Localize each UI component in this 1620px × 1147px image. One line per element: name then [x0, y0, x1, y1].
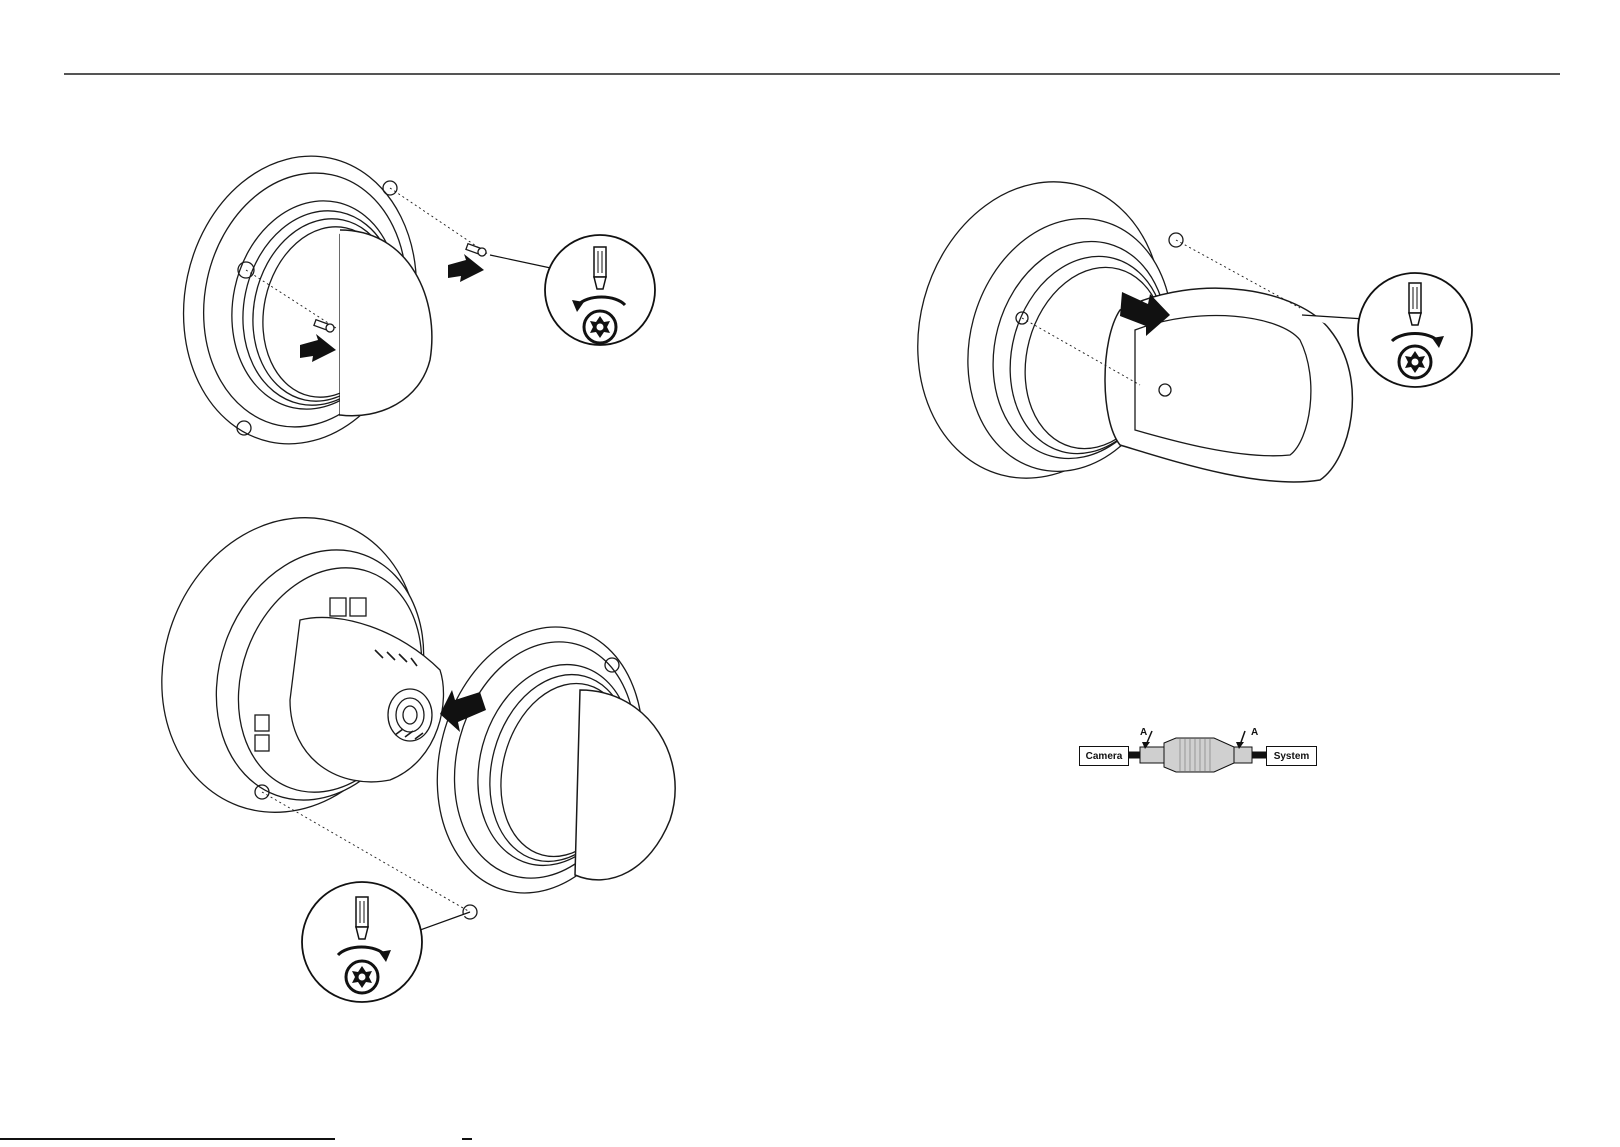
figure-attach-shield: [885, 154, 1352, 506]
callout-counterclockwise: [490, 235, 655, 345]
torx-screwdriver-icon: [584, 311, 616, 343]
system-label: System: [1266, 746, 1317, 766]
camera-label: Camera: [1079, 746, 1129, 766]
marker-a-left: A: [1140, 727, 1147, 738]
figure-remove-screws: [157, 134, 488, 465]
torx-screwdriver-icon: [346, 961, 378, 993]
cable-diagram: [1128, 731, 1268, 772]
callout-clockwise-lower: [302, 882, 470, 1002]
figure-attach-dome: [121, 481, 675, 919]
marker-a-right: A: [1251, 727, 1258, 738]
torx-screwdriver-icon: [1399, 346, 1431, 378]
